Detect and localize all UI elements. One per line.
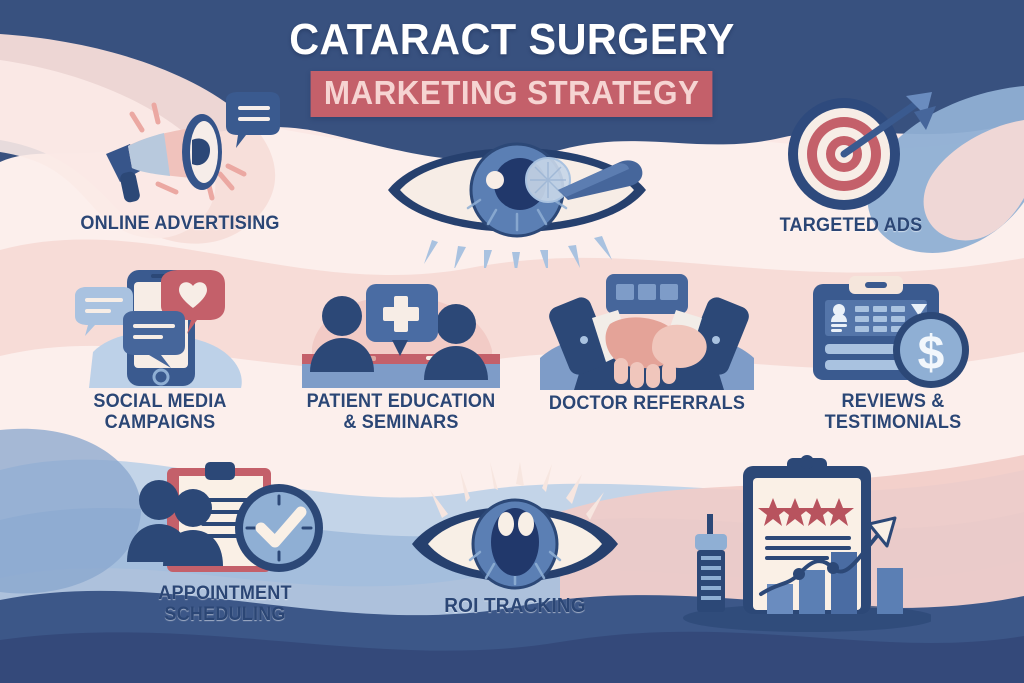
item-label: ROI TRACKING (444, 595, 586, 617)
item-cataract-eye (372, 118, 662, 268)
eye-radiant-icon (412, 462, 618, 590)
item-label: PATIENT EDUCATION & SEMINARS (306, 391, 496, 433)
page-subtitle: MARKETING STRATEGY (310, 70, 714, 117)
item-social-media-campaigns: SOCIAL MEDIA CAMPAIGNS (20, 268, 300, 433)
item-label: ONLINE ADVERTISING (80, 213, 280, 234)
item-reviews-testimonials: $ REVIEWS & TESTIMONIALS (768, 270, 1018, 433)
page-title: CATARACT SURGERY (289, 15, 735, 64)
calendar-clock-people-icon (127, 462, 323, 572)
megaphone-icon (106, 92, 280, 203)
phone-chat-icon (75, 270, 242, 388)
clipboard-chart-stars-icon (683, 455, 931, 632)
item-label: TARGETED ADS (779, 215, 923, 236)
item-patient-education: PATIENT EDUCATION & SEMINARS (262, 276, 540, 433)
target-arrow-icon (788, 92, 936, 210)
item-roi-chart (676, 452, 936, 632)
item-doctor-referrals: DOCTOR REFERRALS (516, 272, 778, 415)
item-roi-tracking: ROI TRACKING (378, 462, 652, 618)
svg-text:$: $ (918, 327, 945, 380)
item-label: APPOINTMENT SCHEDULING (158, 583, 292, 625)
rating-stars (758, 498, 854, 526)
title-block: CATARACT SURGERY MARKETING STRATEGY (0, 15, 1024, 117)
consultation-icon (302, 284, 500, 388)
item-label: REVIEWS & TESTIMONIALS (824, 391, 962, 433)
handshake-icon (540, 274, 754, 390)
item-online-advertising: ONLINE ADVERTISING (40, 92, 320, 235)
item-label: SOCIAL MEDIA CAMPAIGNS (93, 391, 227, 433)
eye-surgery-icon (388, 142, 646, 268)
item-appointment-scheduling: APPOINTMENT SCHEDULING (105, 462, 345, 625)
item-targeted-ads: TARGETED ADS (706, 92, 996, 237)
item-label: DOCTOR REFERRALS (548, 393, 746, 414)
review-card-dollar-icon: $ (813, 276, 969, 388)
subtitle-wrap: MARKETING STRATEGY (300, 70, 723, 117)
